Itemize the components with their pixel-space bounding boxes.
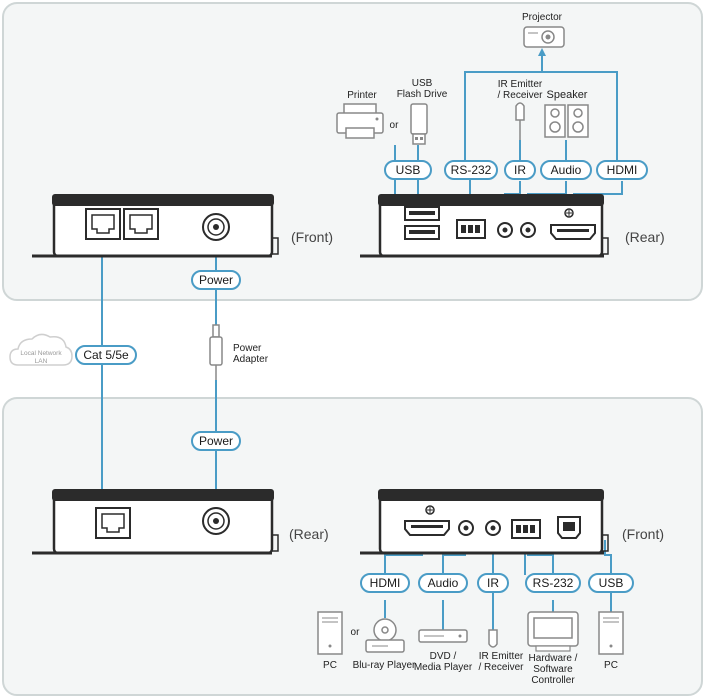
pill-hdmi-top: HDMI bbox=[596, 160, 648, 180]
pill-usb-top: USB bbox=[384, 160, 432, 180]
usb-flash-drive-icon bbox=[410, 103, 428, 145]
power-adapter-label-2: Adapter bbox=[233, 354, 269, 365]
svg-text:HDMI: HDMI bbox=[607, 163, 638, 177]
pc-left-icon bbox=[317, 611, 343, 655]
top-right-side-label: (Rear) bbox=[625, 229, 665, 245]
top-right-extender bbox=[360, 194, 609, 258]
svg-text:Power: Power bbox=[199, 434, 233, 448]
rj45-port-2 bbox=[123, 208, 159, 240]
svg-text:HDMI: HDMI bbox=[370, 576, 401, 590]
lan-cloud-icon: Local Network LAN bbox=[9, 333, 73, 366]
rj45-port-1 bbox=[85, 208, 121, 240]
cat5-cable-pill: Cat 5/5e bbox=[75, 345, 137, 365]
usb-b-port-icon bbox=[557, 516, 581, 539]
svg-text:USB: USB bbox=[599, 576, 624, 590]
audio-jack-icon bbox=[520, 222, 536, 238]
power-adapter-label-1: Power bbox=[233, 343, 262, 354]
projector-label: Projector bbox=[522, 12, 563, 23]
pc-right-icon bbox=[598, 611, 624, 655]
or-label-top: or bbox=[390, 120, 400, 131]
controller-icon bbox=[527, 611, 579, 652]
svg-text:Power: Power bbox=[199, 273, 233, 287]
or-label-bottom: or bbox=[351, 627, 361, 638]
power-jack-icon bbox=[202, 213, 230, 241]
ir-label-bottom-2: / Receiver bbox=[478, 662, 524, 673]
pill-audio-bottom: Audio bbox=[418, 573, 468, 593]
svg-text:LAN: LAN bbox=[35, 358, 48, 365]
hdmi-port-bottom-icon bbox=[404, 505, 450, 536]
controller-label-2: Software bbox=[533, 664, 573, 675]
bluray-label: Blu-ray Player bbox=[353, 660, 416, 671]
controller-label-3: Controller bbox=[531, 675, 575, 686]
svg-text:Audio: Audio bbox=[551, 163, 582, 177]
ir-label-top-1: IR Emitter bbox=[498, 79, 543, 90]
pc-left-label: PC bbox=[323, 660, 337, 671]
power-pill-top: Power bbox=[191, 270, 241, 290]
power-adapter-icon bbox=[209, 324, 223, 380]
bluray-player-icon bbox=[365, 618, 405, 653]
pill-ir-bottom: IR bbox=[477, 573, 509, 593]
speaker-icon bbox=[544, 104, 589, 138]
controller-label-1: Hardware / bbox=[529, 653, 578, 664]
hdmi-port-icon bbox=[550, 208, 596, 240]
usb-flash-label-1: USB bbox=[412, 78, 433, 89]
pill-hdmi-bottom: HDMI bbox=[360, 573, 410, 593]
pill-audio-top: Audio bbox=[540, 160, 592, 180]
dvd-label-1: DVD / bbox=[430, 651, 457, 662]
bottom-right-extender bbox=[360, 489, 609, 555]
svg-text:RS-232: RS-232 bbox=[533, 576, 574, 590]
bottom-left-side-label: (Rear) bbox=[289, 526, 329, 542]
ir-emitter-bottom-icon bbox=[488, 629, 498, 648]
svg-text:USB: USB bbox=[396, 163, 421, 177]
rs232-terminal-bottom-icon bbox=[511, 519, 541, 539]
ir-label-bottom-1: IR Emitter bbox=[479, 651, 524, 662]
svg-text:Cat 5/5e: Cat 5/5e bbox=[83, 348, 129, 362]
svg-text:Local Network: Local Network bbox=[20, 350, 62, 357]
audio-jack-bottom-icon bbox=[458, 520, 474, 536]
dvd-player-icon bbox=[418, 629, 468, 643]
bottom-left-extender bbox=[32, 489, 279, 555]
rj45-port-bottom bbox=[95, 507, 131, 539]
ir-jack-icon bbox=[497, 222, 513, 238]
usb-port-icon bbox=[404, 206, 440, 240]
ir-jack-bottom-icon bbox=[485, 520, 501, 536]
svg-text:IR: IR bbox=[487, 576, 499, 590]
usb-flash-label-2: Flash Drive bbox=[397, 89, 448, 100]
pill-ir-top: IR bbox=[504, 160, 536, 180]
top-left-side-label: (Front) bbox=[291, 229, 333, 245]
pill-usb-bottom: USB bbox=[588, 573, 634, 593]
top-left-extender bbox=[32, 194, 279, 258]
rs232-terminal-icon bbox=[456, 219, 486, 239]
power-pill-bottom: Power bbox=[191, 431, 241, 451]
projector-icon bbox=[523, 26, 565, 48]
speaker-label: Speaker bbox=[547, 89, 588, 101]
svg-text:RS-232: RS-232 bbox=[451, 163, 492, 177]
power-jack-bottom-icon bbox=[202, 507, 230, 535]
bottom-right-side-label: (Front) bbox=[622, 526, 664, 542]
ir-label-top-2: / Receiver bbox=[497, 90, 543, 101]
svg-text:Audio: Audio bbox=[428, 576, 459, 590]
ir-emitter-icon bbox=[515, 102, 525, 140]
pc-right-label: PC bbox=[604, 660, 618, 671]
pill-rs232-bottom: RS-232 bbox=[525, 573, 581, 593]
dvd-label-2: Media Player bbox=[414, 662, 473, 673]
printer-icon bbox=[336, 103, 384, 139]
svg-text:IR: IR bbox=[514, 163, 526, 177]
pill-rs232-top: RS-232 bbox=[444, 160, 498, 180]
printer-label: Printer bbox=[347, 90, 377, 101]
